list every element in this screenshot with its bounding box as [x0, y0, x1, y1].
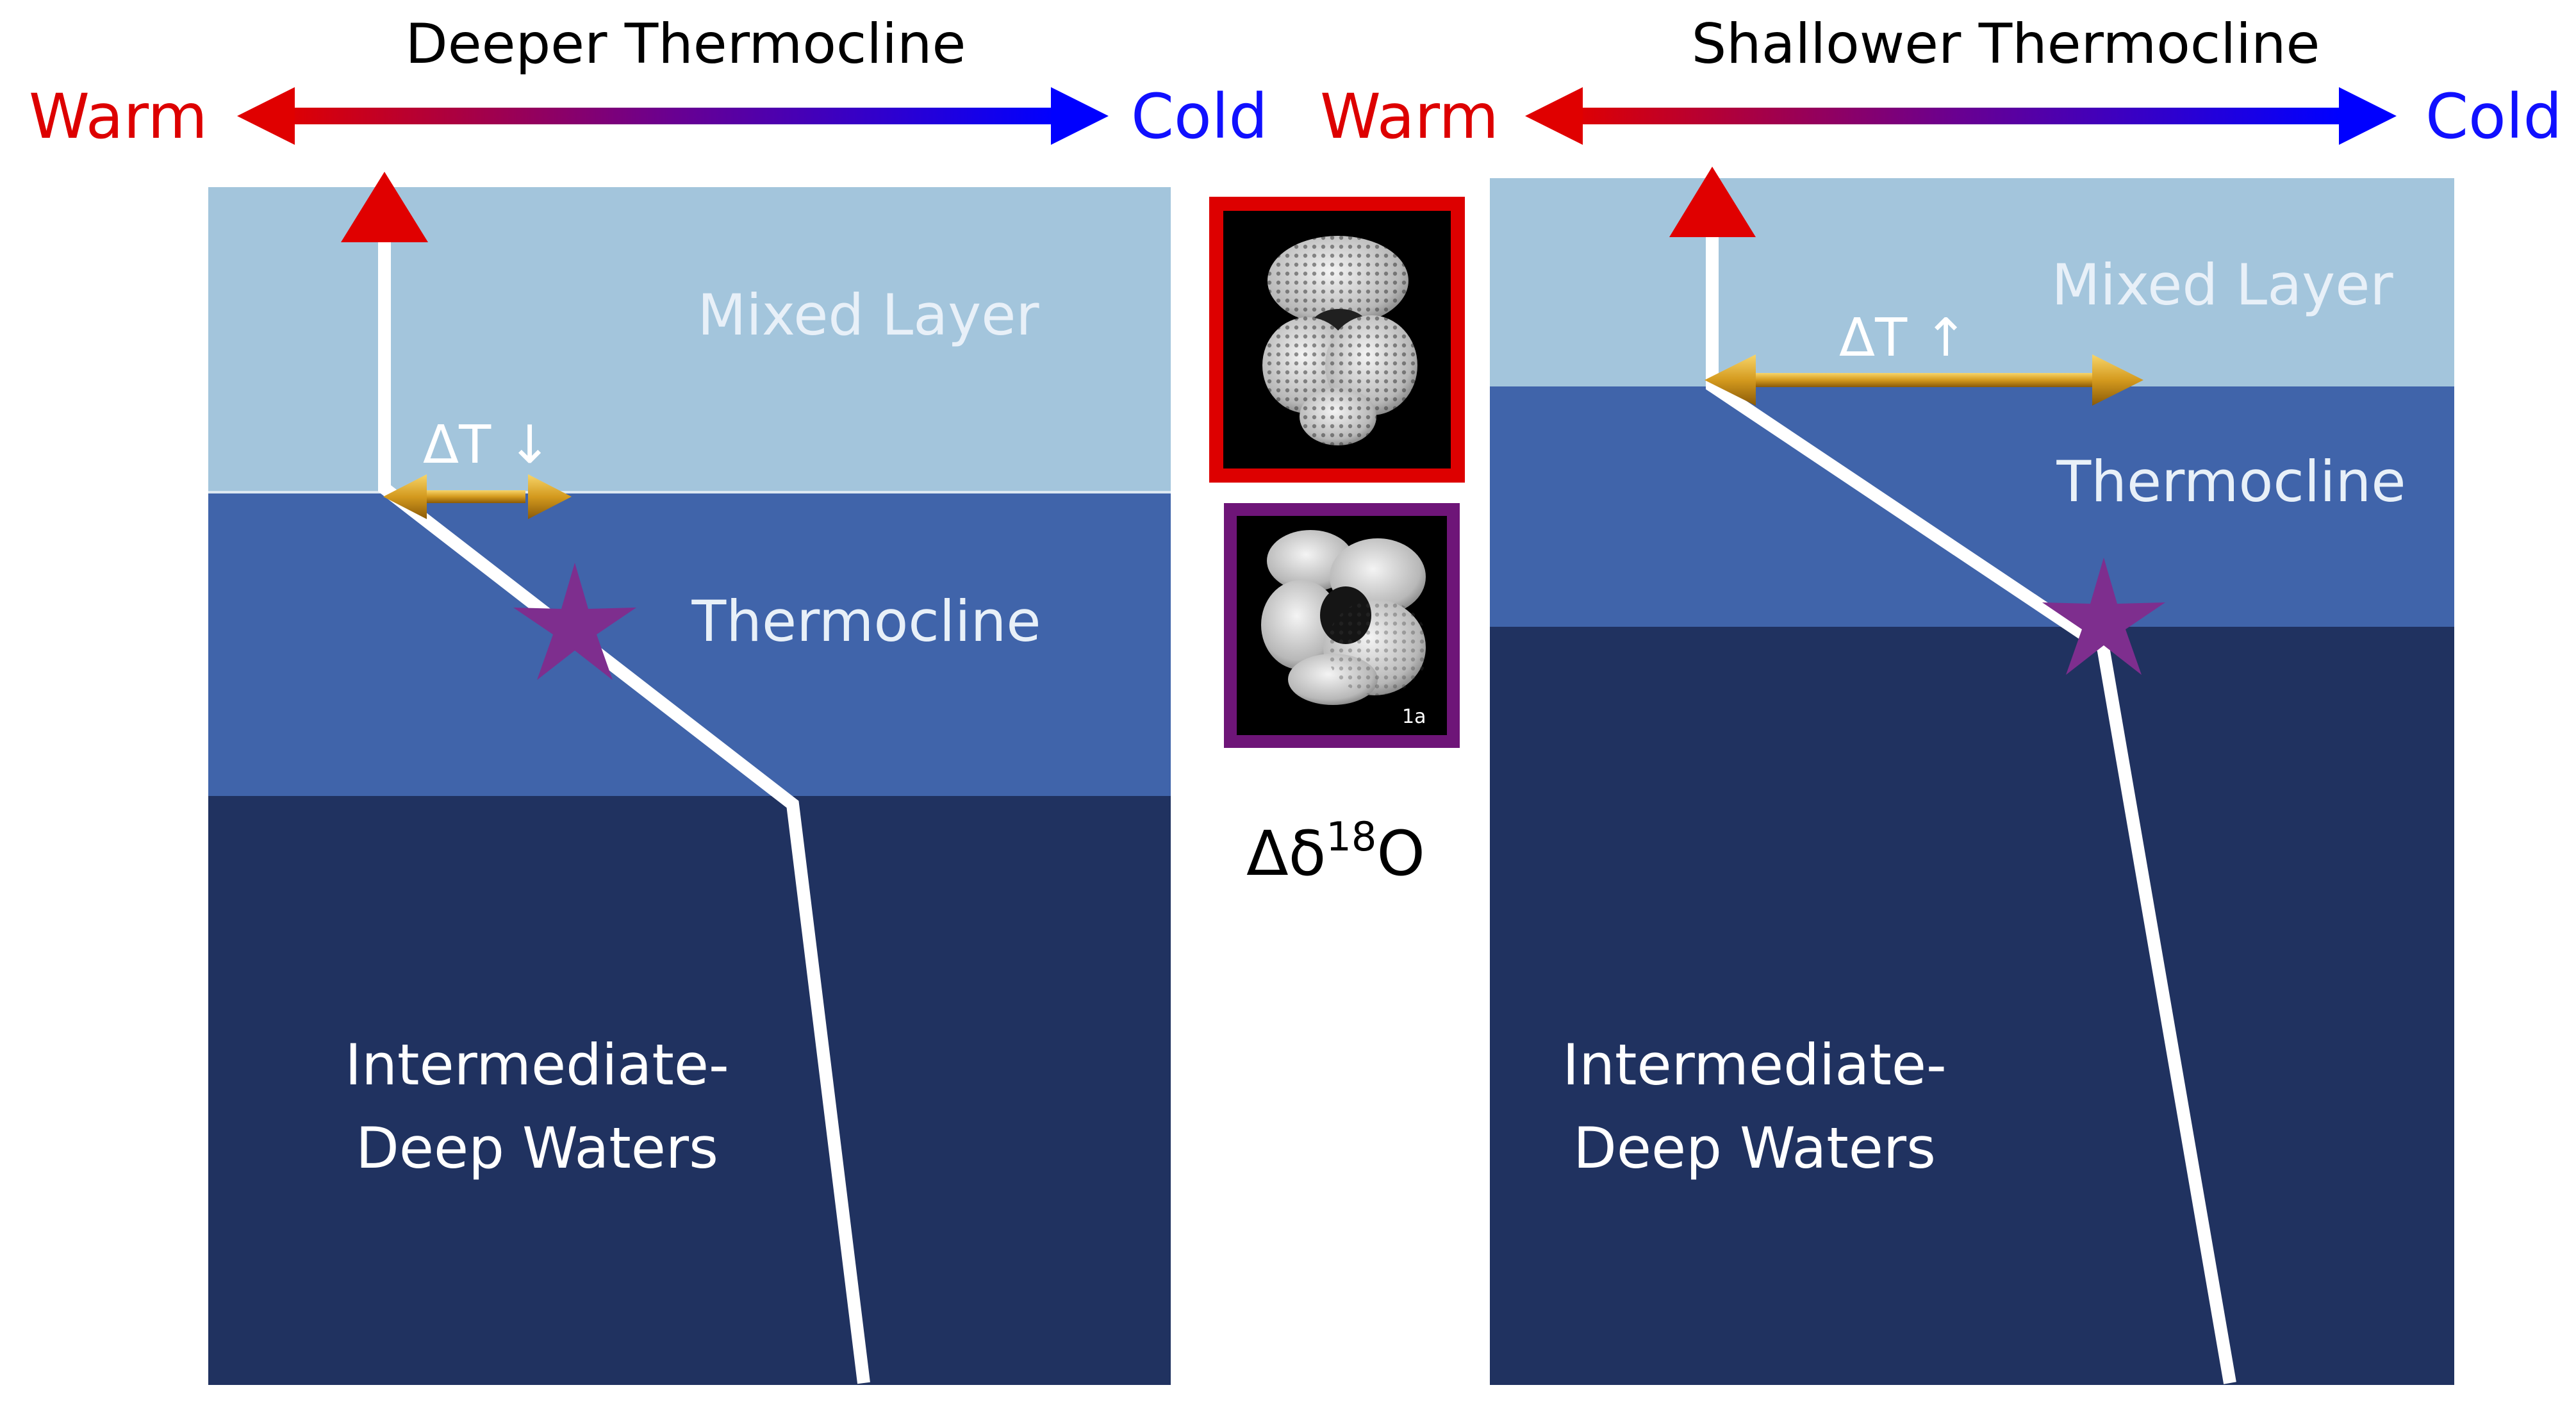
foram-top-shell [1262, 236, 1417, 445]
center-column: 1a Δδ18O [1209, 197, 1465, 890]
left-delta-t-label: ΔT ↓ [423, 415, 552, 476]
right-temperature-profile [1706, 231, 2236, 1384]
foraminifera-icon [1209, 197, 1465, 483]
foram-bottom-tag: 1a [1402, 706, 1426, 728]
delta-t-double-arrow-icon [1705, 354, 2143, 406]
left-mixed-layer-label: Mixed Layer [697, 282, 1039, 348]
right-deep-label-line1: Intermediate- [1562, 1032, 1947, 1098]
left-panel: Deeper Thermocline Warm Cold Mixed Layer… [29, 12, 1267, 1385]
right-title: Shallower Thermocline [1692, 12, 2320, 76]
right-warm-label: Warm [1320, 81, 1499, 153]
warm-cold-gradient-arrow-icon [1525, 87, 2397, 145]
warm-cold-gradient-arrow-icon [237, 87, 1109, 145]
left-warm-label: Warm [29, 81, 208, 153]
left-deep-layer [208, 796, 1171, 1385]
right-cold-label: Cold [2425, 81, 2562, 153]
foram-bottom-shell [1261, 530, 1429, 705]
surface-arrow-icon [1669, 167, 1756, 237]
star-icon [2042, 558, 2165, 675]
left-cold-label: Cold [1131, 81, 1267, 153]
right-mixed-layer-label: Mixed Layer [2051, 252, 2393, 318]
surface-arrow-icon [341, 172, 428, 242]
left-deep-label-line2: Deep Waters [356, 1115, 718, 1181]
star-icon [513, 563, 636, 680]
right-deep-label-line2: Deep Waters [1573, 1115, 1936, 1181]
delta-t-double-arrow-icon [383, 474, 572, 519]
right-panel: Shallower Thermocline Warm Cold Mixed La… [1320, 12, 2562, 1385]
isotope-label: Δδ18O [1246, 813, 1425, 890]
right-delta-t-label: ΔT ↑ [1839, 308, 1968, 369]
left-thermocline-layer [208, 493, 1171, 796]
foraminifera-icon: 1a [1224, 503, 1460, 748]
right-thermocline-label: Thermocline [2056, 449, 2406, 515]
left-thermocline-label: Thermocline [691, 588, 1041, 654]
right-deep-layer [1490, 627, 2454, 1385]
left-deep-label-line1: Intermediate- [345, 1032, 729, 1098]
right-thermocline-layer [1490, 386, 2454, 627]
left-title: Deeper Thermocline [406, 12, 966, 76]
right-mixed-layer [1490, 178, 2454, 386]
